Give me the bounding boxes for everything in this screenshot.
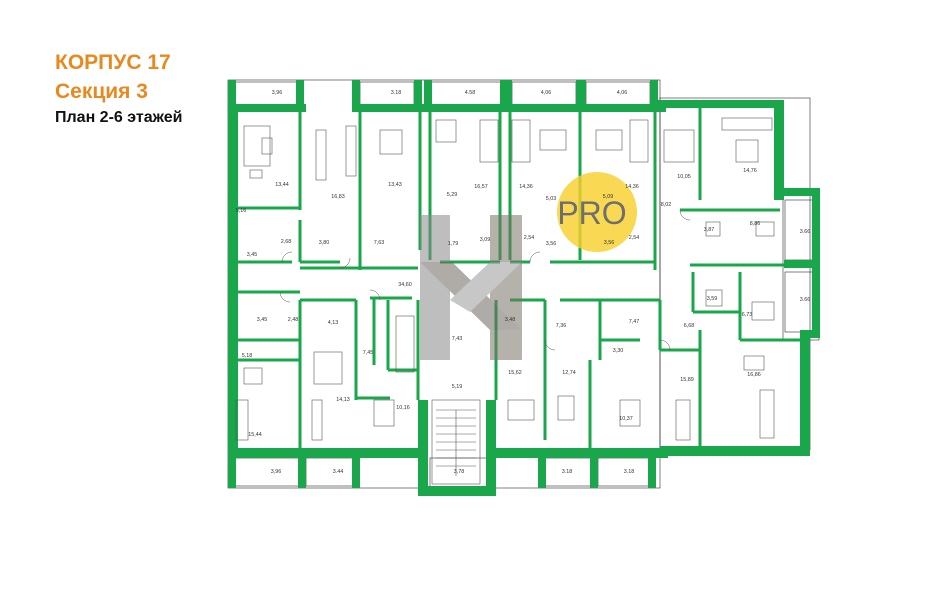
area-label: 10,37 xyxy=(619,416,633,422)
area-label: 1,79 xyxy=(448,241,459,247)
area-label: 3,87 xyxy=(704,227,715,233)
area-label: 15,62 xyxy=(508,370,522,376)
area-label: 3,96 xyxy=(271,469,282,475)
area-label: 3,80 xyxy=(319,240,330,246)
area-label: 3,78 xyxy=(454,469,465,475)
area-label: 16,57 xyxy=(474,184,488,190)
pro-circle xyxy=(557,172,637,252)
area-label: 3,56 xyxy=(604,240,615,246)
area-label: 3,09 xyxy=(480,237,491,243)
area-label: 15,89 xyxy=(680,377,694,383)
exterior-walls xyxy=(228,80,820,496)
pro-text: PRO xyxy=(557,195,626,231)
area-label: 5,03 xyxy=(546,196,557,202)
building-title: КОРПУС 17 xyxy=(55,51,171,74)
area-label: 3,48 xyxy=(505,317,516,323)
area-label: 5,29 xyxy=(447,192,458,198)
area-label: 2,68 xyxy=(281,239,292,245)
area-label: 3,30 xyxy=(613,348,624,354)
area-label: 3.44 xyxy=(333,469,344,475)
area-label: 7,43 xyxy=(452,336,463,342)
area-label: 4,06 xyxy=(541,90,552,96)
section-title: Секция 3 xyxy=(55,80,148,103)
floor-plan-subtitle: План 2-6 этажей xyxy=(55,109,183,126)
area-label: 4,13 xyxy=(328,320,339,326)
area-label: 3,96 xyxy=(272,90,283,96)
area-label: 2,48 xyxy=(288,317,299,323)
title-block: КОРПУС 17 Секция 3 План 2-6 этажей xyxy=(55,48,182,130)
area-label: 34,60 xyxy=(398,282,412,288)
area-label: 14,13 xyxy=(336,397,350,403)
area-label: 3.18 xyxy=(391,90,402,96)
area-label: 3,45 xyxy=(247,252,258,258)
area-label: 10,16 xyxy=(396,405,410,411)
area-label: 2,54 xyxy=(524,235,535,241)
area-labels: 3,96 3.18 4.58 4,06 4,06 13,44 16,83 13,… xyxy=(236,90,811,475)
area-label: 7,36 xyxy=(556,323,567,329)
area-label: 3.18 xyxy=(562,469,573,475)
logo-watermark xyxy=(420,215,522,360)
area-label: 5,19 xyxy=(452,384,463,390)
area-label: 8,86 xyxy=(750,221,761,227)
area-label: 15,44 xyxy=(248,432,262,438)
area-label: 7,47 xyxy=(629,319,640,325)
area-label: 4,06 xyxy=(617,90,628,96)
area-label: 3.18 xyxy=(624,469,635,475)
area-label: 14,36 xyxy=(519,184,533,190)
area-label: 6,68 xyxy=(684,323,695,329)
pro-watermark: PRO xyxy=(557,172,637,252)
area-label: 10,05 xyxy=(677,174,691,180)
area-label: 16,83 xyxy=(331,194,345,200)
area-label: 7,63 xyxy=(374,240,385,246)
area-label: 3,56 xyxy=(546,241,557,247)
doors xyxy=(279,209,691,351)
area-label: 7,45 xyxy=(363,350,374,356)
area-label: 3.66 xyxy=(800,229,811,235)
area-label: 5,18 xyxy=(242,353,253,359)
balconies xyxy=(234,81,820,493)
area-label: 8,02 xyxy=(661,202,672,208)
area-label: 16,86 xyxy=(747,372,761,378)
area-label: 3,45 xyxy=(257,317,268,323)
furniture xyxy=(235,117,775,441)
area-label: 6,73 xyxy=(742,312,753,318)
plan-outline xyxy=(227,79,820,489)
area-label: 4.58 xyxy=(465,90,476,96)
area-label: 3.66 xyxy=(800,297,811,303)
area-label: 12,74 xyxy=(562,370,576,376)
area-label: 13,43 xyxy=(388,182,402,188)
area-label: 14,76 xyxy=(743,168,757,174)
area-label: 2,54 xyxy=(629,235,640,241)
area-label: 5,16 xyxy=(236,208,247,214)
area-label: 3,59 xyxy=(707,296,718,302)
area-label: 13,44 xyxy=(275,182,289,188)
area-label: 5,09 xyxy=(603,194,614,200)
stairwell xyxy=(395,315,481,485)
area-label: 14,36 xyxy=(625,184,639,190)
